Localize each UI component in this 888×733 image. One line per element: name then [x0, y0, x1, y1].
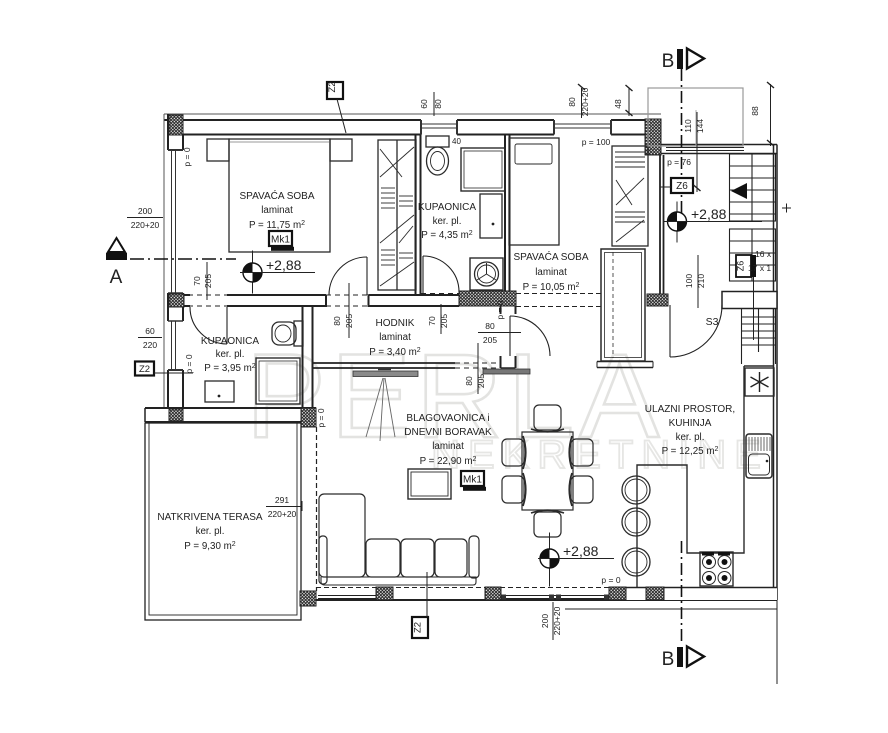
- svg-text:+2,88: +2,88: [266, 257, 302, 273]
- svg-text:HODNIK: HODNIK: [376, 318, 415, 329]
- svg-text:p = 0: p = 0: [316, 408, 326, 427]
- svg-text:70: 70: [427, 316, 437, 326]
- svg-text:200: 200: [138, 206, 152, 216]
- svg-text:laminat: laminat: [535, 267, 567, 278]
- svg-text:60: 60: [419, 99, 429, 109]
- svg-text:ker. pl.: ker. pl.: [216, 349, 245, 360]
- svg-text:40: 40: [452, 137, 461, 146]
- svg-text:220+20: 220+20: [580, 87, 590, 116]
- svg-text:A: A: [110, 267, 123, 288]
- svg-text:DNEVNI BORAVAK: DNEVNI BORAVAK: [404, 427, 492, 438]
- svg-text:80: 80: [464, 376, 474, 386]
- svg-text:205: 205: [476, 374, 486, 388]
- svg-text:ker. pl.: ker. pl.: [196, 526, 225, 537]
- svg-text:70: 70: [192, 276, 202, 286]
- svg-text:205: 205: [483, 335, 497, 345]
- svg-text:48: 48: [613, 99, 623, 109]
- svg-text:205: 205: [439, 314, 449, 328]
- svg-text:Mk1: Mk1: [271, 235, 290, 246]
- svg-text:210: 210: [696, 274, 706, 288]
- svg-text:P = 22,90 m2: P = 22,90 m2: [420, 456, 477, 467]
- svg-text:80: 80: [433, 99, 443, 109]
- svg-text:100: 100: [684, 274, 694, 288]
- svg-text:80: 80: [567, 97, 577, 107]
- svg-text:P = 10,05 m2: P = 10,05 m2: [523, 282, 580, 293]
- svg-text:SPAVAĆA SOBA: SPAVAĆA SOBA: [239, 189, 314, 202]
- svg-text:Z6: Z6: [736, 261, 746, 272]
- svg-text:220+20: 220+20: [268, 509, 297, 519]
- svg-text:220+20: 220+20: [131, 220, 160, 230]
- svg-text:P = 4,35 m2: P = 4,35 m2: [421, 230, 472, 241]
- svg-text:KUPAONICA: KUPAONICA: [201, 336, 259, 347]
- svg-text:Mk1: Mk1: [463, 475, 482, 486]
- svg-text:P = 3,40 m2: P = 3,40 m2: [369, 347, 420, 358]
- svg-text:S3: S3: [706, 316, 719, 328]
- svg-text:KUHINJA: KUHINJA: [669, 418, 712, 429]
- svg-text:p = 0: p = 0: [182, 147, 192, 166]
- svg-text:17 x 1: 17 x 1: [748, 263, 771, 273]
- svg-text:laminat: laminat: [379, 332, 411, 343]
- svg-text:Z2: Z2: [413, 622, 424, 633]
- svg-text:P = 3,95 m2: P = 3,95 m2: [204, 363, 255, 374]
- svg-text:P = 11,75 m2: P = 11,75 m2: [249, 220, 305, 231]
- svg-text:p = 0: p = 0: [184, 354, 194, 373]
- svg-text:P = 12,25 m2: P = 12,25 m2: [662, 446, 719, 457]
- svg-text:Z2: Z2: [139, 364, 150, 375]
- svg-text:B: B: [662, 649, 675, 670]
- svg-text:laminat: laminat: [432, 441, 464, 452]
- svg-text:p = 0: p = 0: [495, 300, 505, 319]
- svg-text:144: 144: [695, 119, 705, 133]
- svg-text:220: 220: [143, 340, 157, 350]
- svg-text:60: 60: [145, 326, 155, 336]
- svg-text:+2,88: +2,88: [563, 543, 599, 559]
- svg-text:p = 100: p = 100: [582, 137, 611, 147]
- svg-text:ker. pl.: ker. pl.: [433, 216, 462, 227]
- svg-text:B: B: [662, 51, 675, 72]
- svg-text:p = 76: p = 76: [667, 157, 691, 167]
- svg-text:P = 9,30 m2: P = 9,30 m2: [184, 541, 235, 552]
- svg-text:220+20: 220+20: [552, 606, 562, 635]
- svg-text:88: 88: [750, 106, 760, 116]
- svg-text:PERLA: PERLA: [246, 329, 665, 463]
- svg-text:NATKRIVENA TERASA: NATKRIVENA TERASA: [157, 512, 263, 523]
- svg-text:205: 205: [203, 274, 213, 288]
- svg-text:200: 200: [540, 614, 550, 628]
- svg-text:80: 80: [332, 316, 342, 326]
- svg-text:KUPAONICA: KUPAONICA: [418, 202, 476, 213]
- svg-text:SPAVAĆA SOBA: SPAVAĆA SOBA: [513, 250, 588, 263]
- svg-text:ULAZNI PROSTOR,: ULAZNI PROSTOR,: [645, 404, 735, 415]
- svg-text:+2,88: +2,88: [691, 206, 727, 222]
- svg-text:laminat: laminat: [261, 205, 293, 216]
- svg-text:110: 110: [683, 119, 693, 133]
- svg-text:291: 291: [275, 495, 289, 505]
- svg-text:NEKRETNINE: NEKRETNINE: [431, 433, 769, 477]
- svg-text:80: 80: [485, 321, 495, 331]
- svg-text:Z2: Z2: [327, 81, 338, 92]
- svg-text:BLAGOVAONICA i: BLAGOVAONICA i: [406, 413, 489, 424]
- svg-text:p = 0: p = 0: [601, 575, 620, 585]
- svg-text:16 x: 16 x: [755, 249, 772, 259]
- svg-text:ker. pl.: ker. pl.: [676, 432, 705, 443]
- svg-text:Z6: Z6: [676, 181, 688, 192]
